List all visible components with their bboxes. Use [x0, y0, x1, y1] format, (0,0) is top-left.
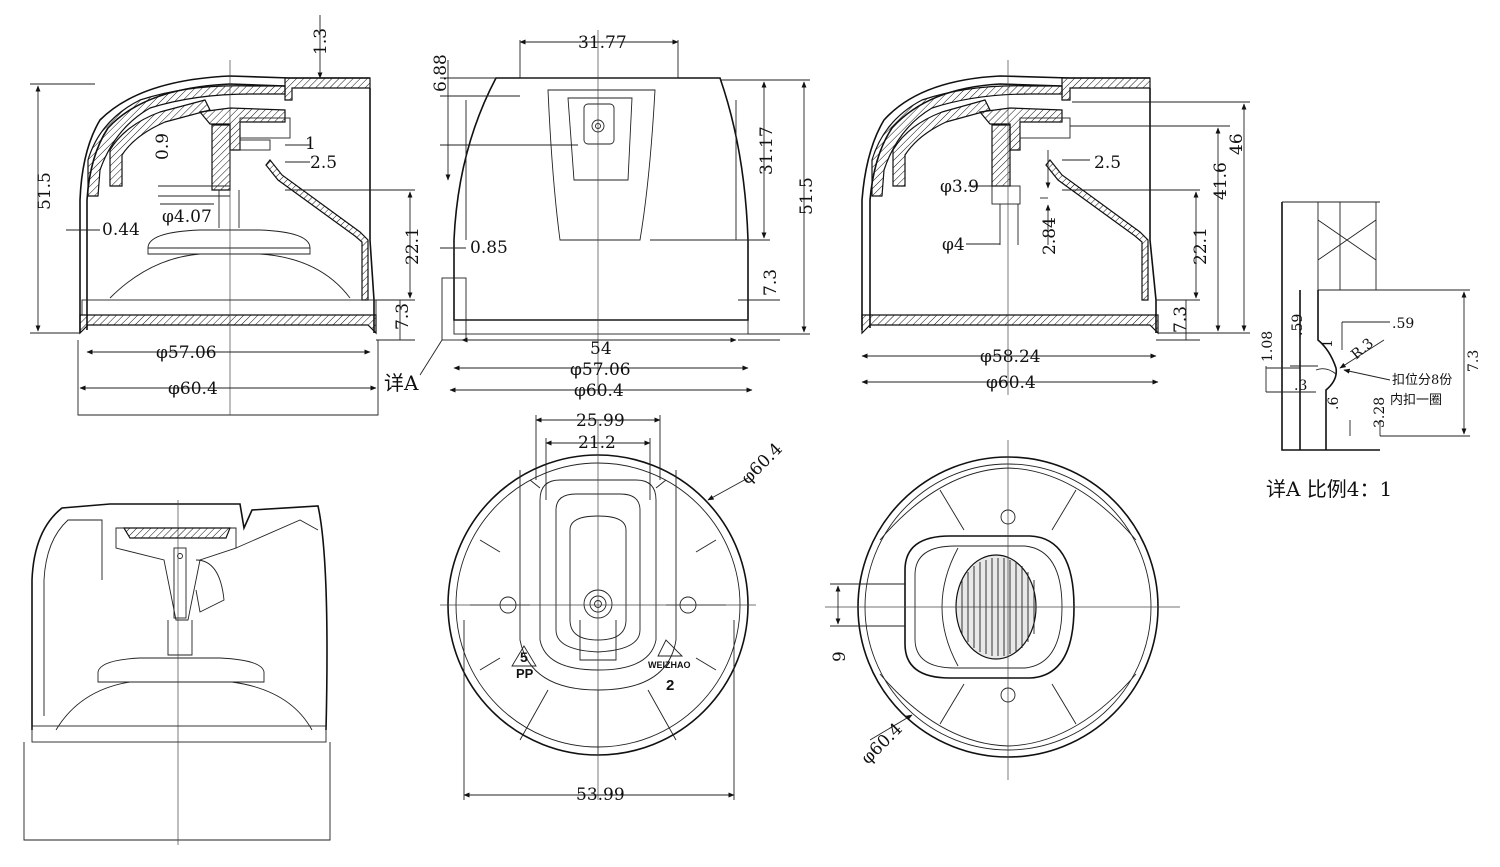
- front-outside-view: 31.77 6.88 31.17 51.5 0.85 7.3 54 φ57.06…: [384, 30, 817, 401]
- dim-1-left: 1: [305, 134, 316, 154]
- front-section-left-view: 1.3 51.5 0.9 1 2.5 φ4.07 0.44 22.1 7.3 φ…: [30, 15, 423, 416]
- detail-dim-3-28: 3.28: [1372, 397, 1388, 428]
- detail-note-clip-divisions: 扣位分8份: [1392, 373, 1452, 388]
- dim-21-2: 21.2: [578, 433, 616, 453]
- dim-1-3: 1.3: [311, 28, 331, 55]
- detail-dim-r-0-3: R.3: [1348, 335, 1377, 363]
- detail-dim-0-6: .6: [1326, 397, 1342, 410]
- dim-7-3-right: 7.3: [1171, 306, 1191, 333]
- top-view: 9 φ60.4: [825, 440, 1180, 780]
- dim-0-44: 0.44: [102, 220, 140, 240]
- brand-mark-text: WEIZHAO: [648, 660, 691, 670]
- detail-a-callout: 详A: [384, 371, 419, 395]
- bottom-view: 5 PP WEIZHAO 2 25.99 21.2 φ60.4 53.99: [440, 411, 787, 805]
- detail-a-caption: 详A 比例4：1: [1266, 477, 1392, 501]
- detail-dim-1: 1: [1320, 339, 1336, 348]
- dim-phi-3-9: φ3.9: [940, 177, 979, 197]
- dim-51-5-mid: 51.5: [797, 177, 817, 215]
- detail-a-view: 1.08 .59 1 R.3 .59 7.3 .3 .6 3.28 扣位分8份 …: [1260, 201, 1482, 501]
- detail-dim-0-59-b: .59: [1392, 316, 1414, 332]
- dim-phi-60-4-left: φ60.4: [168, 379, 218, 399]
- dim-53-99: 53.99: [576, 785, 625, 805]
- detail-note-inner-ring: 内扣一圈: [1390, 392, 1442, 408]
- dim-41-6: 41.6: [1211, 162, 1231, 200]
- dim-phi-60-4-bottom: φ60.4: [737, 439, 786, 488]
- dim-7-3-left: 7.3: [393, 303, 413, 330]
- dim-9: 9: [830, 651, 850, 662]
- dim-2-84: 2.84: [1040, 217, 1060, 255]
- dim-0-85: 0.85: [470, 238, 508, 258]
- detail-dim-0-59-a: .59: [1290, 314, 1306, 336]
- dim-25-99: 25.99: [576, 411, 625, 431]
- dim-phi-4: φ4: [942, 235, 965, 255]
- dim-31-77: 31.77: [578, 33, 627, 53]
- dim-phi-4-07: φ4.07: [162, 207, 212, 227]
- dim-7-3-mid: 7.3: [761, 269, 781, 296]
- detail-dim-0-3: .3: [1294, 378, 1307, 394]
- dim-0-9: 0.9: [153, 133, 173, 160]
- dim-31-17: 31.17: [757, 126, 777, 175]
- side-section-view: [23, 500, 331, 845]
- dim-phi-60-4-top: φ60.4: [857, 719, 906, 768]
- dim-6-88: 6.88: [431, 54, 451, 92]
- dim-2-5-right: 2.5: [1094, 153, 1121, 173]
- dim-22-1-left: 22.1: [403, 227, 423, 265]
- dim-54: 54: [590, 339, 612, 359]
- detail-dim-1-08: 1.08: [1260, 331, 1276, 362]
- detail-dim-7-3: 7.3: [1466, 350, 1482, 372]
- front-section-right-view: 2.5 φ3.9 41.6 46 φ4 2.84 22.1 7.3 φ58.24…: [861, 60, 1250, 395]
- dim-phi-57-06-mid: φ57.06: [570, 360, 631, 380]
- recycle-material-text: PP: [516, 666, 534, 681]
- dim-phi-60-4-mid: φ60.4: [574, 381, 624, 401]
- dim-22-1-right: 22.1: [1191, 227, 1211, 265]
- dim-2-5-left: 2.5: [310, 153, 337, 173]
- dim-phi-60-4-right: φ60.4: [986, 373, 1036, 393]
- cavity-number-text: 2: [666, 677, 674, 694]
- dim-phi-57-06-left: φ57.06: [156, 343, 217, 363]
- dim-phi-58-24: φ58.24: [980, 347, 1041, 367]
- dim-46: 46: [1227, 133, 1247, 155]
- dim-51-5-left: 51.5: [35, 172, 55, 210]
- recycle-code-text: 5: [520, 649, 528, 665]
